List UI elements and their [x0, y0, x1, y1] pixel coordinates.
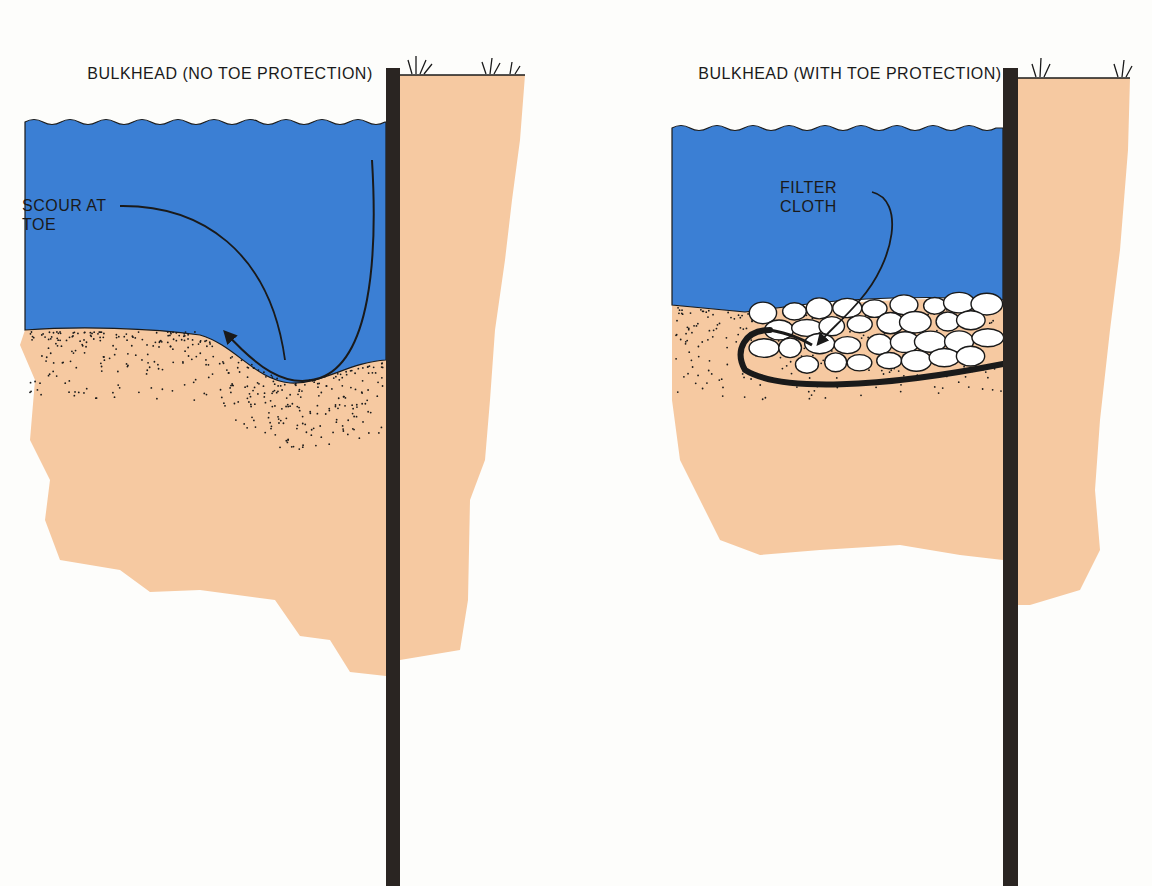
callout-label: SCOUR AT TOE: [22, 196, 114, 234]
bulkhead-wall: [386, 68, 400, 886]
backfill-earth: [1018, 78, 1130, 605]
grass: [408, 56, 520, 74]
panel-heading: BULKHEAD (WITH TOE PROTECTION): [690, 64, 1010, 83]
ground-line: [1018, 77, 1130, 79]
sand-stipple: [29, 331, 383, 450]
backfill-earth: [400, 75, 525, 660]
panel-heading: BULKHEAD (NO TOE PROTECTION): [85, 64, 375, 83]
water: [672, 126, 1003, 313]
water: [25, 120, 386, 384]
seabed-sand: [20, 328, 386, 676]
bulkhead-wall: [1003, 68, 1018, 886]
filter-cloth-fold: [770, 330, 812, 345]
grass: [1032, 58, 1132, 77]
callout-label: FILTER CLOTH: [780, 178, 866, 216]
filter-cloth: [741, 330, 1003, 384]
ground-line: [400, 74, 525, 76]
toe-stones: [749, 292, 1004, 373]
scour-flow-arrow: [225, 160, 374, 381]
seabed-sand: [672, 299, 1003, 560]
leader-line: [120, 206, 285, 360]
